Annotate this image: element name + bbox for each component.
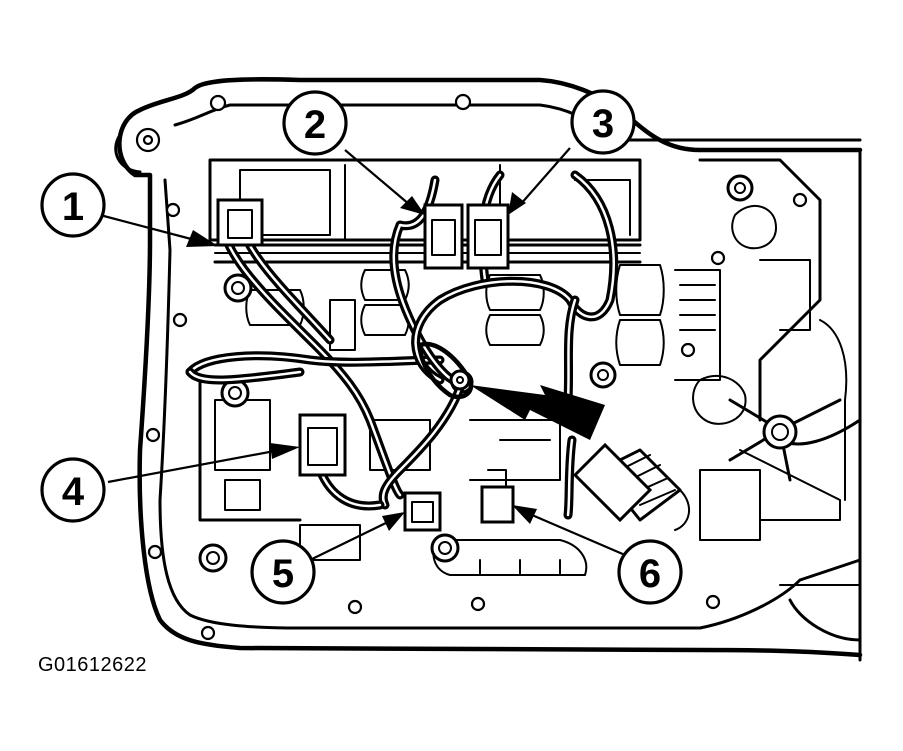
callout-3-number: 3 bbox=[592, 102, 614, 146]
transmission-case-outline bbox=[114, 77, 863, 662]
valve-body-bolts bbox=[198, 174, 798, 573]
callout-leaders bbox=[99, 147, 626, 561]
callout-6-number: 6 bbox=[639, 552, 661, 596]
callout-1-number: 1 bbox=[62, 185, 84, 229]
callout-1: 1 bbox=[40, 172, 106, 238]
callout-2: 2 bbox=[282, 90, 348, 156]
flange-bolt-holes bbox=[135, 93, 808, 641]
callout-4: 4 bbox=[40, 457, 106, 523]
solenoid-connectors bbox=[216, 198, 653, 532]
figure-id-label: G01612622 bbox=[38, 654, 148, 676]
callout-5-number: 5 bbox=[272, 552, 294, 596]
harness-clamp bbox=[417, 341, 474, 400]
callout-5: 5 bbox=[250, 539, 316, 605]
harness-bolt-pointer-arrow bbox=[470, 385, 605, 440]
callout-3: 3 bbox=[570, 89, 636, 155]
callout-2-number: 2 bbox=[304, 103, 326, 147]
callout-4-number: 4 bbox=[62, 470, 85, 514]
callout-6: 6 bbox=[617, 539, 683, 605]
wiring-harness bbox=[185, 170, 619, 520]
